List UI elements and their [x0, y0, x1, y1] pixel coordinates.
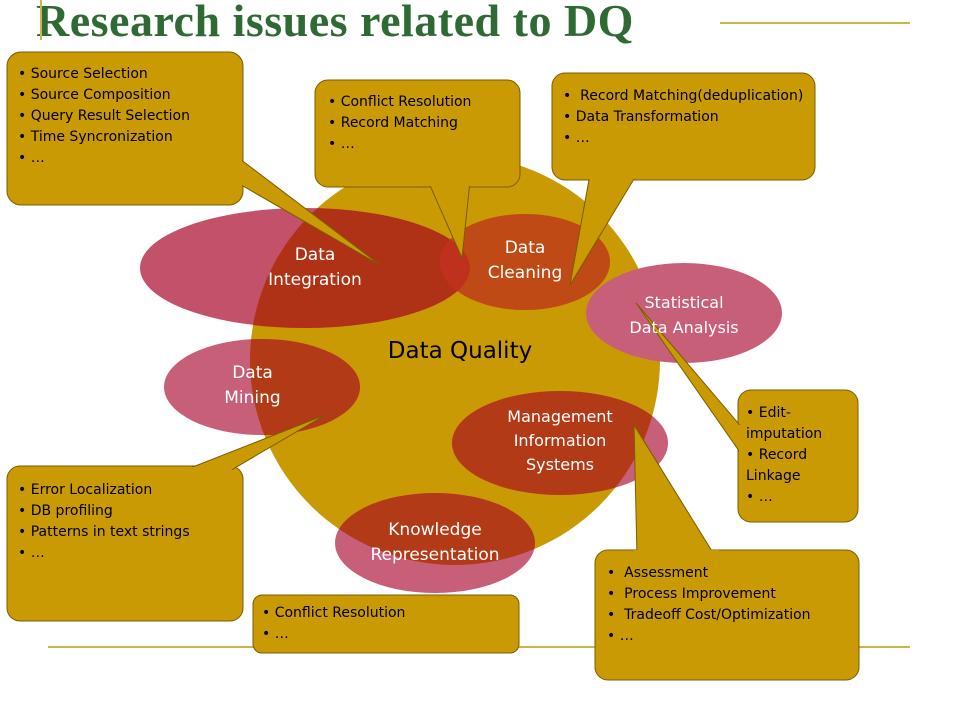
label-line: Cleaning: [487, 263, 563, 283]
callout-item: …: [607, 626, 852, 647]
callout-item: …: [262, 624, 512, 645]
callout-item: …: [328, 134, 510, 155]
callout-item: Data Transformation: [563, 107, 808, 128]
callout-knowledge: Conflict Resolution …: [262, 603, 512, 645]
cleaning-overlap: [440, 214, 610, 310]
callout-item: Record Matching(deduplication): [563, 86, 808, 107]
callout-item: …: [18, 148, 233, 169]
callout-item: Assessment: [607, 563, 852, 584]
label-line: Data: [232, 363, 273, 383]
statistical-ellipse[interactable]: [586, 263, 782, 363]
top-left-vertical-rule: [40, 0, 42, 40]
label-line: Management: [507, 407, 613, 426]
mis-overlap: [452, 391, 660, 495]
label-line: Mining: [224, 388, 281, 408]
label-data-integration: Data Integration: [230, 243, 400, 293]
label-line: Information: [513, 431, 607, 450]
label-line: Data Analysis: [629, 318, 739, 337]
callout-item: Process Improvement: [607, 584, 852, 605]
callout-item: Time Syncronization: [18, 127, 233, 148]
slide-title: Research issues related to DQ: [36, 0, 634, 46]
callout-item: Record Matching: [328, 113, 510, 134]
label-line: Statistical: [644, 293, 724, 312]
label-line: Representation: [370, 545, 500, 565]
callout-item: Query Result Selection: [18, 106, 233, 127]
callout-item: Conflict Resolution: [262, 603, 512, 624]
callout-item: …: [746, 487, 850, 508]
label-line: Integration: [268, 270, 362, 290]
callout-mining: Error Localization DB profiling Patterns…: [18, 480, 233, 564]
label-data-mining: Data Mining: [190, 361, 315, 411]
label-statistical-data-analysis: Statistical Data Analysis: [594, 290, 774, 340]
callout-item: …: [563, 128, 808, 149]
callout-item: Conflict Resolution: [328, 92, 510, 113]
callout-mis: Assessment Process Improvement Tradeoff …: [607, 563, 852, 647]
callout-item: Record Linkage: [746, 445, 850, 487]
callout-item: Source Composition: [18, 85, 233, 106]
top-rule: [720, 22, 910, 24]
callout-item: Tradeoff Cost/Optimization: [607, 605, 852, 626]
callout-statistical: Edit-imputation Record Linkage …: [746, 403, 850, 508]
callout-item: Error Localization: [18, 480, 233, 501]
data-quality-label: Data Quality: [387, 338, 533, 364]
integration-overlap: [250, 208, 470, 328]
label-management-information-systems: Management Information Systems: [470, 405, 650, 477]
label-line: Data: [294, 245, 336, 265]
callout-integration: Source Selection Source Composition Quer…: [18, 64, 233, 169]
mining-overlap: [250, 339, 360, 435]
callout-item: Patterns in text strings: [18, 522, 233, 543]
label-line: Data: [504, 238, 546, 258]
callout-cleaning-record: Record Matching(deduplication) Data Tran…: [563, 86, 808, 149]
callout-item: DB profiling: [18, 501, 233, 522]
label-data-cleaning: Data Cleaning: [465, 236, 585, 286]
callout-item: Source Selection: [18, 64, 233, 85]
callout-item: Edit-imputation: [746, 403, 850, 445]
label-line: Knowledge: [388, 520, 482, 540]
label-knowledge-representation: Knowledge Representation: [335, 518, 535, 568]
label-line: Systems: [526, 455, 594, 474]
callout-cleaning-conflict: Conflict Resolution Record Matching …: [328, 92, 510, 155]
knowledge-overlap: [335, 493, 535, 565]
callout-item: …: [18, 543, 233, 564]
